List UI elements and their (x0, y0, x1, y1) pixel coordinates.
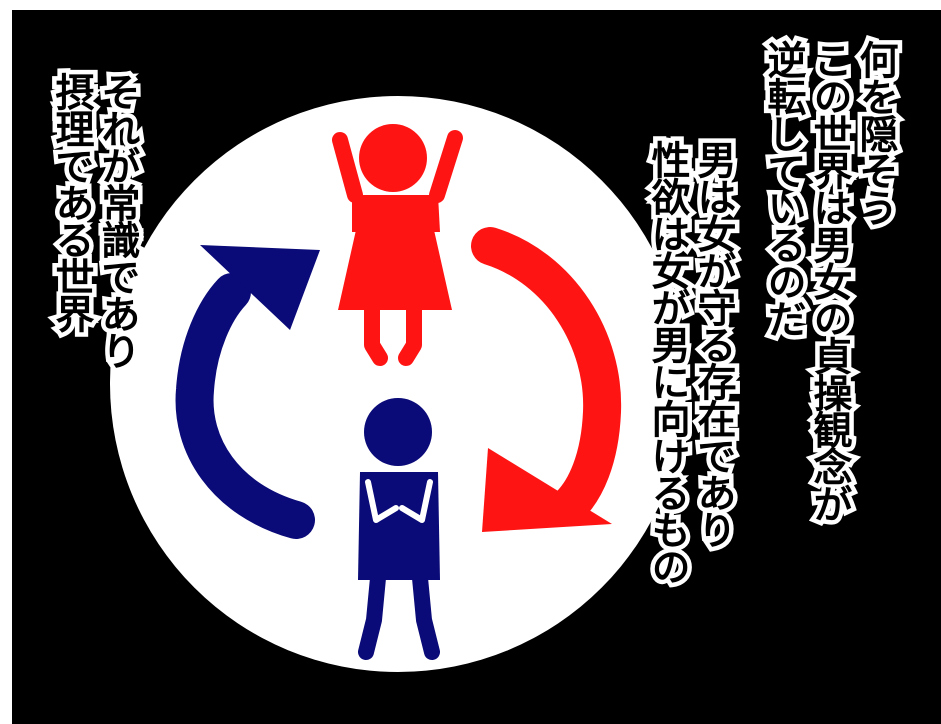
curved-arrow-up-icon (175, 245, 320, 539)
narration-line: 何を隠そう (849, 36, 903, 230)
narration-line: 逆転しているのだ (757, 36, 811, 341)
narration-left: それが常識であり 摂理である世界 (45, 68, 145, 373)
narration-middle: 男は女が守る存在であり 性欲は女が男に向けるもの (641, 136, 741, 589)
narration-line: 男は女が守る存在であり (687, 136, 741, 552)
narration-right: 何を隠そう この世界は男女の貞操観念が 逆転しているのだ (757, 36, 903, 526)
narration-line: それが常識であり (91, 68, 145, 373)
curved-arrow-down-icon (471, 227, 622, 532)
woman-figure-icon (332, 124, 463, 366)
narration-line: 摂理である世界 (45, 68, 99, 336)
narration-line: 性欲は女が男に向けるもの (641, 136, 695, 589)
narration-line: この世界は男女の貞操観念が (803, 36, 857, 526)
man-figure-icon (358, 398, 440, 660)
